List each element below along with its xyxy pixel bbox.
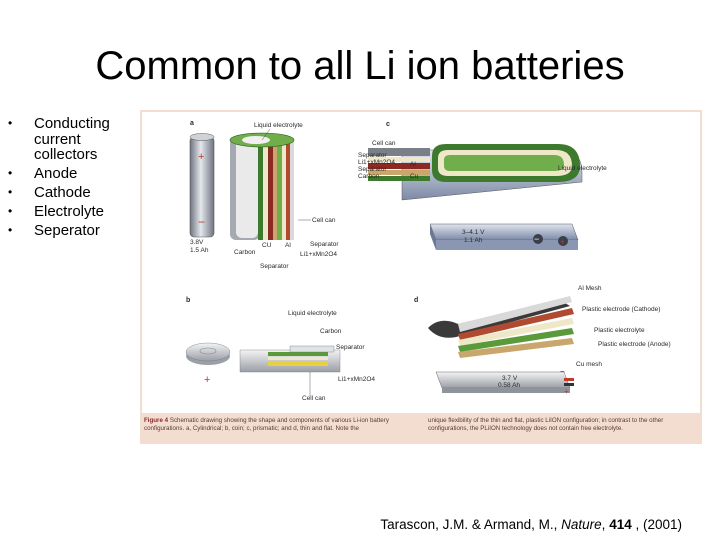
coin-top [185,342,231,362]
plus-sign: + [198,151,204,163]
coin-cell: + Liquid electrolyte Carbon Separator Li… [185,310,375,402]
citation: Tarascon, J.M. & Armand, M., Nature, 414… [380,517,682,532]
label-limno-a: Li1+xMn2O4 [300,251,337,258]
label-cell-can-c: Cell can [372,140,396,147]
caption-right-column: unique flexibility of the thin and flat,… [428,417,700,433]
label-plastic-cathode: Plastic electrode (Cathode) [582,306,660,313]
label-al-c: Al [410,161,416,168]
slide-title: Common to all Li ion batteries [95,44,625,88]
label-al-mesh: Al Mesh [578,285,602,292]
cathode-layer [268,140,273,240]
cylindrical-cell: + − 3.8V 1.5 Ah Liquid electrolyte Cell … [189,122,339,270]
label-separator-b: Separator [336,344,365,351]
citation-journal: Nature [561,517,602,532]
label-cell-can-b: Cell can [302,395,326,402]
bullet-item: • Cathode [8,185,138,201]
cylinder-battery-top [189,133,215,141]
bullet-text: Cathode [34,184,91,201]
jelly-roll-core [236,140,258,238]
bullet-dot: • [8,223,13,237]
prismatic-pack [429,223,579,241]
citation-volume: 414 [609,517,632,532]
caption-label: Figure 4 [144,417,169,424]
citation-year: , (2001) [631,517,682,532]
panel-label-a: a [190,120,194,127]
label-liquid-electrolyte-b: Liquid electrolyte [288,310,337,317]
thin-flat-cell: Al Mesh Plastic electrode (Cathode) Plas… [428,285,671,396]
minus-sign: − [534,234,539,244]
label-limno-b: Li1+xMn2O4 [338,376,375,383]
prismatic-voltage: 3–4.1 V [462,229,485,236]
bullet-text: Electrolyte [34,203,105,220]
label-cu-c: Cu [410,173,419,180]
minus-sign: − [198,215,205,229]
label-separator-c1: Separator [358,152,387,159]
prismatic-cell: Cell can Separator Li1+xMn2O4 Separator … [358,140,607,250]
prismatic-roll-inner [444,155,564,171]
panel-label-c: c [386,121,390,128]
separator-layer-2 [282,140,286,240]
panel-label-d: d [414,297,418,304]
bullet-item: • Conducting current collectors [8,116,138,163]
label-carbon-a: Carbon [234,249,256,256]
battery-figure-drawing: a c b d + − 3.8V 1.5 Ah Liquid electroly [142,112,700,413]
label-separator-a: Separator [310,241,339,248]
plus-sign: + [560,237,565,246]
anode-layer-2 [277,140,282,240]
collector-layer [273,140,277,240]
bullet-dot: • [8,204,13,218]
caption-left-column: Figure 4 Schematic drawing showing the s… [144,417,416,433]
label-al-a: Al [285,242,291,249]
bullet-item: • Seperator [8,223,138,239]
label-cell-can-a: Cell can [312,217,336,224]
label-separator-a-bottom: Separator [260,263,289,270]
plus-sign: + [564,387,569,396]
bullet-text: Anode [34,165,78,182]
label-limno-c: Li1+xMn2O4 [358,159,395,166]
bullet-list: • Conducting current collectors • Anode • C… [8,116,138,242]
minus-sign: − [560,367,565,376]
plus-sign: + [204,374,210,386]
label-separator-c2: Separator [358,166,387,173]
cathode-layer-2 [286,140,290,240]
pouch-voltage: 3.7 V [502,375,518,382]
bullet-item: • Electrolyte [8,204,138,220]
label-liquid-electrolyte-a: Liquid electrolyte [254,122,303,129]
battery-figure: a c b d + − 3.8V 1.5 Ah Liquid electroly [140,110,702,444]
citation-authors: Tarascon, J.M. & Armand, M., [380,517,562,532]
label-cu-a: CU [262,242,272,249]
panel-label-b: b [186,297,190,304]
caption-text-left: Schematic drawing showing the shape and … [144,417,389,432]
prismatic-stack [368,148,430,156]
label-carbon-c: Carbon [358,173,380,180]
prismatic-capacity: 1.1 Ah [464,237,483,244]
bullet-item: • Anode [8,166,138,182]
citation-separator: , [601,517,610,532]
jelly-roll-center [242,136,270,144]
bullet-dot: • [8,166,13,180]
bullet-dot: • [8,116,13,130]
bullet-text: Seperator [34,222,100,239]
pouch-capacity: 0.58 Ah [498,382,520,389]
terminal-positive [558,236,568,246]
label-plastic-anode: Plastic electrode (Anode) [598,341,671,348]
label-cu-mesh: Cu mesh [576,361,602,368]
separator-layer [263,140,268,240]
label-carbon-b: Carbon [320,328,342,335]
cylinder-capacity: 1.5 Ah [190,247,209,254]
label-liquid-electrolyte-c: Liquid electrolyte [558,165,607,172]
collector-layer-2 [290,140,294,240]
label-plastic-electrolyte: Plastic electrolyte [594,327,645,334]
anode-layer [258,140,263,240]
terminal-negative [533,234,543,244]
cylinder-voltage: 3.8V [190,239,204,246]
bullet-dot: • [8,185,13,199]
caption-text-right: unique flexibility of the thin and flat,… [428,417,664,432]
bullet-text: Conducting current collectors [34,115,110,163]
